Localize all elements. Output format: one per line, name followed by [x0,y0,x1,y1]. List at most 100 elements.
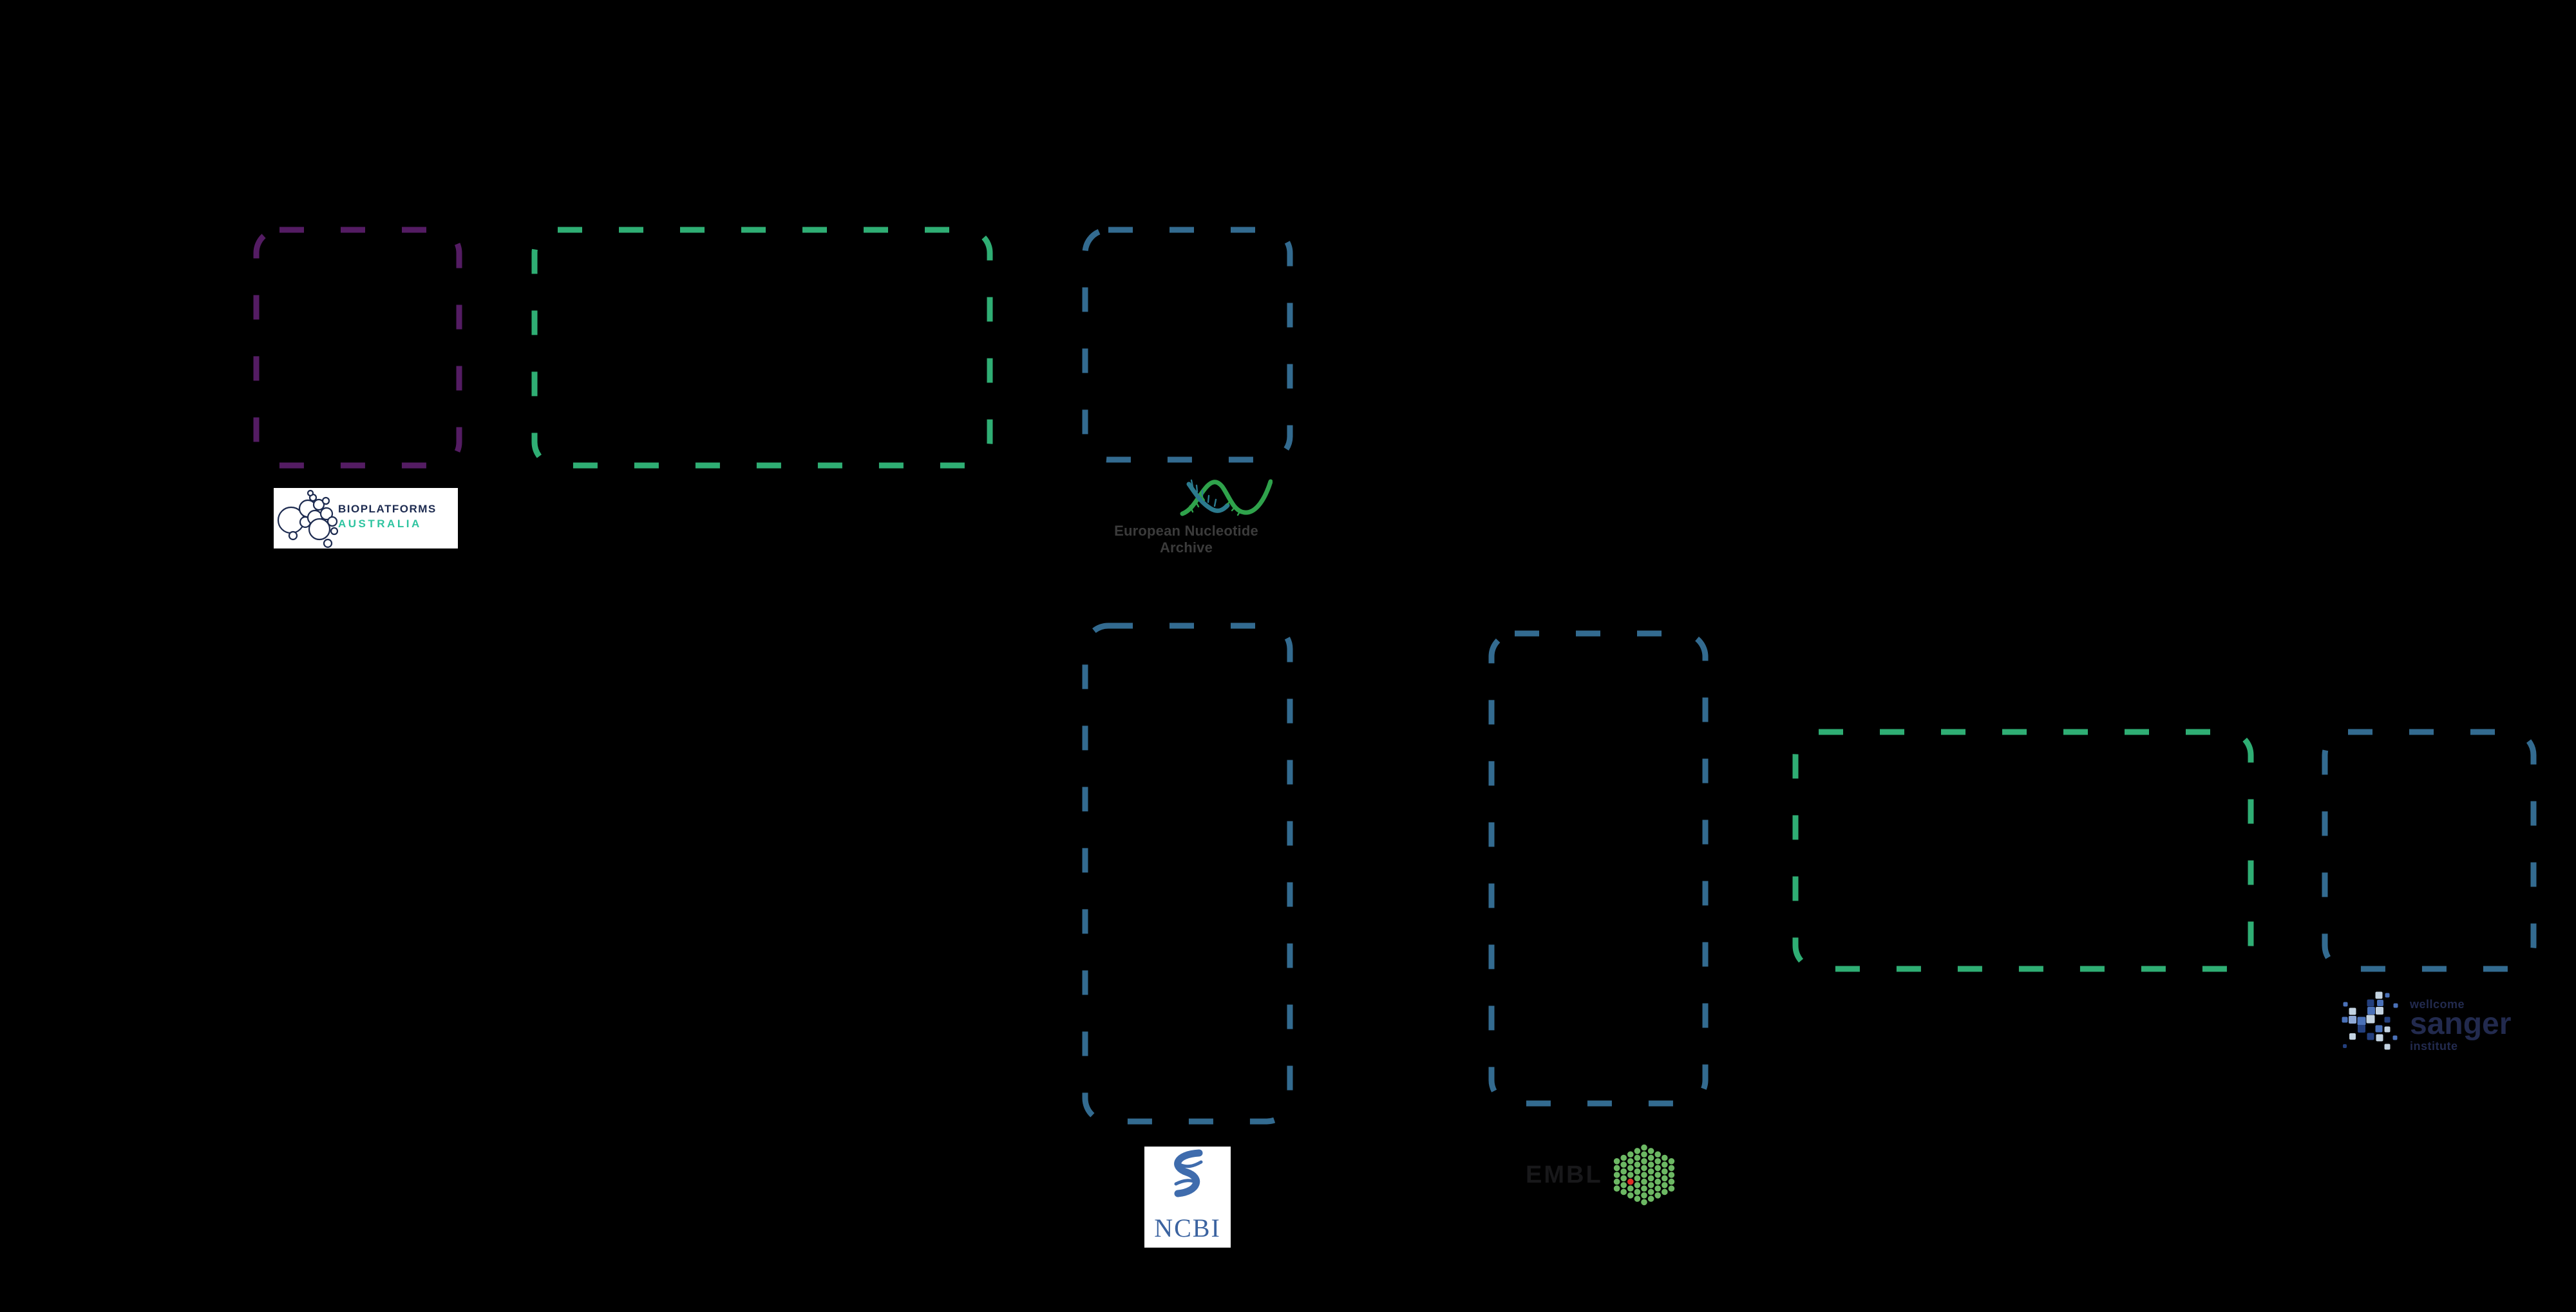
sanger-mosaic-square [2349,1033,2356,1040]
dashed-box-green-left [531,227,993,469]
embl-green-dot [1620,1175,1627,1182]
sanger-mosaic-square [2385,993,2390,998]
embl-green-dot [1627,1172,1634,1178]
embl-green-dot [1654,1158,1661,1165]
sanger-mosaic-square [2343,1044,2347,1048]
embl-green-dot [1613,1185,1620,1192]
embl-green-dot [1641,1172,1647,1178]
embl-green-dot [1620,1154,1627,1161]
embl-green-dot [1647,1168,1654,1175]
ena-caption: European Nucleotide Archive [1114,523,1258,556]
embl-green-dot [1647,1188,1654,1195]
embl-green-dot [1634,1148,1641,1154]
embl-green-dot [1613,1165,1620,1172]
genome-mosaic-icon [2342,991,2398,1050]
dashed-box-blue-embl [1488,630,1709,1107]
sanger-mosaic-square [2384,1017,2391,1023]
embl-green-dot [1647,1195,1654,1202]
ncbi-helix-icon [1174,1149,1203,1197]
embl-green-dot [1662,1175,1668,1182]
embl-label: EMBL [1526,1161,1603,1188]
embl-green-dot [1620,1188,1627,1195]
sanger-mosaic-square [2358,1025,2365,1033]
sanger-mosaic-square [2384,1026,2391,1033]
sanger-mosaic-square [2376,1034,2383,1042]
embl-green-dot [1647,1182,1654,1188]
embl-green-dot [1641,1185,1647,1192]
embl-green-dot [1662,1161,1668,1168]
embl-green-dot [1627,1185,1634,1192]
dashed-box-purple [253,227,462,469]
sanger-mosaic-square [2375,991,2383,999]
embl-green-dot [1662,1188,1668,1195]
embl-green-dot [1647,1148,1654,1154]
embl-green-dot [1647,1161,1654,1168]
embl-green-dot [1654,1185,1661,1192]
embl-green-dot [1641,1165,1647,1172]
embl-green-dot [1662,1154,1668,1161]
sanger-mosaic-square [2366,1015,2375,1024]
embl-green-dot [1647,1154,1654,1161]
embl-green-dot [1641,1158,1647,1165]
embl-green-dot [1654,1192,1661,1199]
embl-green-dot [1613,1172,1620,1178]
embl-green-dot [1641,1199,1647,1206]
embl-green-dot [1620,1161,1627,1168]
embl-green-dot [1662,1182,1668,1188]
sanger-mosaic-square [2367,999,2374,1007]
embl-green-dot [1641,1178,1647,1185]
embl-green-dot [1668,1185,1675,1192]
sanger-line2: sanger [2410,1007,2512,1041]
sanger-mosaic-square [2367,1033,2374,1040]
embl-green-dot [1613,1158,1620,1165]
sanger-line1: wellcome [2410,998,2465,1011]
embl-green-dot [1620,1182,1627,1188]
embl-green-dot [1641,1151,1647,1157]
dna-helix-icon [1180,479,1273,516]
embl-green-dot [1641,1144,1647,1151]
sanger-wordmark: wellcome sanger institute [2410,998,2511,1052]
embl-green-dot [1613,1178,1620,1185]
sanger-mosaic-square [2349,1007,2356,1015]
embl-green-dot [1654,1151,1661,1157]
sanger-mosaic-square [2375,1025,2383,1033]
dashed-box-blue-ncbi [1082,623,1293,1125]
embl-green-dot [1634,1168,1641,1175]
sanger-line3: institute [2410,1040,2458,1053]
hexagon-dots-icon [1613,1144,1675,1206]
sanger-mosaic-square [2367,1007,2375,1015]
embl-green-dot [1668,1178,1675,1185]
embl-green-dot [1668,1158,1675,1165]
sanger-mosaic-square [2357,1017,2366,1026]
embl-green-dot [1634,1175,1641,1182]
embl-green-dot [1654,1165,1661,1172]
embl-green-dot [1668,1165,1675,1172]
bioplatforms-australia-logo: BIOPLATFORMS AUSTRALIA [274,488,458,548]
embl-green-dot [1662,1168,1668,1175]
embl-green-dot [1627,1158,1634,1165]
dashed-box-blue-right [2322,729,2537,972]
embl-red-dot [1627,1178,1634,1185]
ncbi-logo: NCBI [1144,1147,1231,1248]
sanger-mosaic-square [2342,1017,2348,1023]
embl-green-dot [1634,1161,1641,1168]
sanger-mosaic-square [2392,1035,2398,1040]
dashed-box-green-right [1792,729,2254,972]
dashed-box-blue-top [1082,227,1293,463]
sanger-mosaic-square [2393,1003,2398,1008]
embl-green-dot [1647,1175,1654,1182]
bubble-map-australia-icon [277,489,339,548]
embl-green-dot [1627,1151,1634,1157]
bioplatforms-line2: AUSTRALIA [338,518,422,530]
ncbi-label: NCBI [1154,1214,1221,1242]
bioplatforms-wordmark: BIOPLATFORMS AUSTRALIA [338,503,437,529]
embl-green-dot [1627,1165,1634,1172]
sanger-mosaic-square [2349,1016,2356,1024]
embl-green-dot [1634,1188,1641,1195]
sanger-mosaic-square [2376,1007,2383,1015]
embl-green-dot [1634,1154,1641,1161]
sanger-mosaic-square [2377,1000,2383,1006]
embl-green-dot [1654,1172,1661,1178]
